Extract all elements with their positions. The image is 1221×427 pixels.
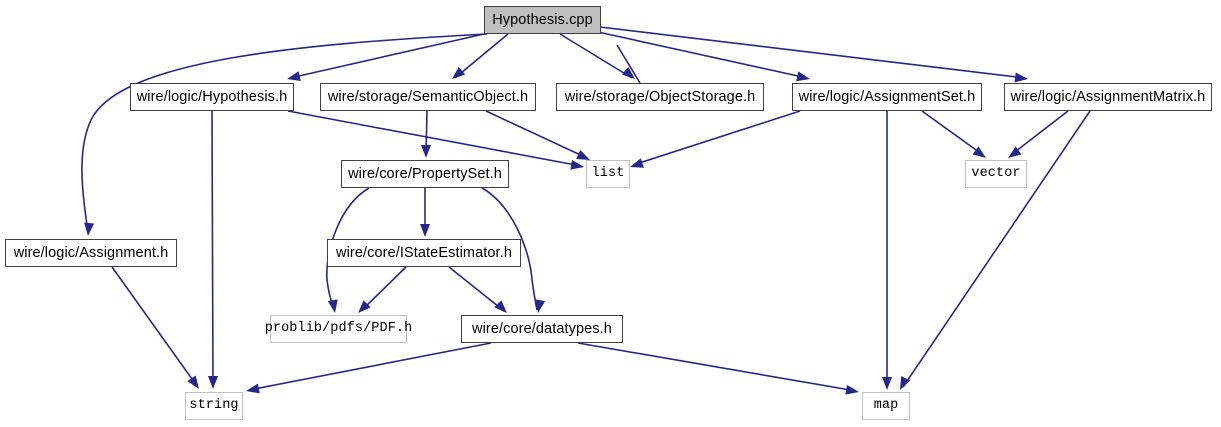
edge-hypothesis_cpp->object_storage_h [559,33,633,79]
graph-node-assignment_matrix_h[interactable]: wire/logic/AssignmentMatrix.h [1004,83,1212,111]
edge-hypothesis_cpp->assignment_h [81,33,488,234]
edge-object_storage_h->list [616,44,641,84]
graph-node-label: wire/storage/SemanticObject.h [327,88,529,105]
graph-node-label: Hypothesis.cpp [492,11,593,28]
graph-node-label: list [591,166,625,182]
graph-node-semantic_object_h[interactable]: wire/storage/SemanticObject.h [320,83,536,111]
graph-node-label: wire/storage/ObjectStorage.h [564,88,756,105]
arrowhead-istate_estimator_h->datatypes_h [494,300,507,313]
graph-node-hypothesis_cpp[interactable]: Hypothesis.cpp [484,6,601,34]
edge-istate_estimator_h->pdf_h [360,266,407,312]
graph-node-property_set_h[interactable]: wire/core/PropertySet.h [341,160,509,188]
arrowhead-hypothesis_cpp->semantic_object_h [452,66,466,79]
arrowhead-datatypes_h->map [845,384,859,395]
graph-node-vector[interactable]: vector [965,160,1027,188]
graph-node-datatypes_h[interactable]: wire/core/datatypes.h [461,315,623,343]
graph-node-label: wire/logic/AssignmentMatrix.h [1010,88,1206,105]
edge-hypothesis_cpp->semantic_object_h [454,33,509,79]
graph-node-label: vector [971,166,1021,182]
edge-datatypes_h->string [248,342,492,391]
arrowhead-assignment_h->string [187,375,199,389]
edge-datatypes_h->map [577,342,857,392]
arrowhead-assignment_set_h->vector [972,146,986,158]
arrowhead-property_set_h->datatypes_h [535,299,546,313]
graph-node-label: map [873,398,899,414]
arrowhead-property_set_h->pdf_h [327,299,338,313]
arrowhead-assignment_set_h->map [882,377,892,390]
arrowhead-assignment_matrix_h->map [900,376,911,390]
graph-node-logic_hypothesis_h[interactable]: wire/logic/Hypothesis.h [130,83,294,111]
graph-node-list[interactable]: list [586,160,630,188]
arrowhead-hypothesis_cpp->assignment_set_h [796,71,810,82]
edge-assignment_h->string [111,266,198,387]
graph-node-object_storage_h[interactable]: wire/storage/ObjectStorage.h [556,83,764,111]
graph-node-label: wire/core/IStateEstimator.h [336,244,512,261]
graph-node-label: wire/logic/Assignment.h [13,244,169,261]
graph-node-label: problib/pdfs/PDF.h [264,321,413,337]
graph-node-label: wire/core/PropertySet.h [348,165,502,182]
graph-node-assignment_h[interactable]: wire/logic/Assignment.h [5,239,177,267]
edge-semantic_object_h->list [485,110,588,159]
graph-node-istate_estimator_h[interactable]: wire/core/IStateEstimator.h [327,239,521,267]
graph-node-label: wire/logic/AssignmentSet.h [798,88,976,105]
arrowhead-semantic_object_h->property_set_h [421,145,431,158]
edge-assignment_set_h->list [632,110,801,166]
graph-node-map[interactable]: map [862,392,910,420]
arrowhead-hypothesis_cpp->logic_hypothesis_h [287,71,301,81]
edge-property_set_h->datatypes_h [481,187,538,311]
arrowhead-hypothesis_cpp->assignment_h [84,222,95,236]
edge-assignment_matrix_h->map [902,110,1091,388]
arrowhead-datatypes_h->string [246,383,260,394]
edge-hypothesis_cpp->logic_hypothesis_h [289,33,485,79]
graph-node-string[interactable]: string [185,392,243,420]
arrowhead-property_set_h->istate_estimator_h [420,224,430,237]
arrowhead-hypothesis_cpp->assignment_matrix_h [1014,72,1028,83]
arrowhead-istate_estimator_h->pdf_h [358,300,371,313]
graph-node-pdf_h[interactable]: problib/pdfs/PDF.h [265,315,412,343]
arrowhead-assignment_set_h->list [630,158,644,168]
arrowhead-hypothesis_cpp->object_storage_h [621,66,635,79]
edge-assignment_set_h->vector [921,110,984,156]
edge-istate_estimator_h->datatypes_h [448,266,505,312]
arrowhead-assignment_matrix_h->vector [1008,146,1022,158]
graph-node-assignment_set_h[interactable]: wire/logic/AssignmentSet.h [792,83,982,111]
arrowhead-logic_hypothesis_h->string [208,376,218,389]
graph-node-label: wire/logic/Hypothesis.h [136,88,288,105]
arrowhead-semantic_object_h->list [576,149,590,160]
edge-assignment_matrix_h->vector [1010,110,1069,156]
edge-hypothesis_cpp->assignment_set_h [597,31,808,79]
graph-node-label: string [189,398,239,414]
edge-logic_hypothesis_h->list [287,110,582,167]
graph-node-label: wire/core/datatypes.h [472,320,612,337]
edge-hypothesis_cpp->assignment_matrix_h [599,26,1026,79]
arrowhead-logic_hypothesis_h->list [570,159,584,170]
edge-logic_hypothesis_h->string [211,110,214,387]
